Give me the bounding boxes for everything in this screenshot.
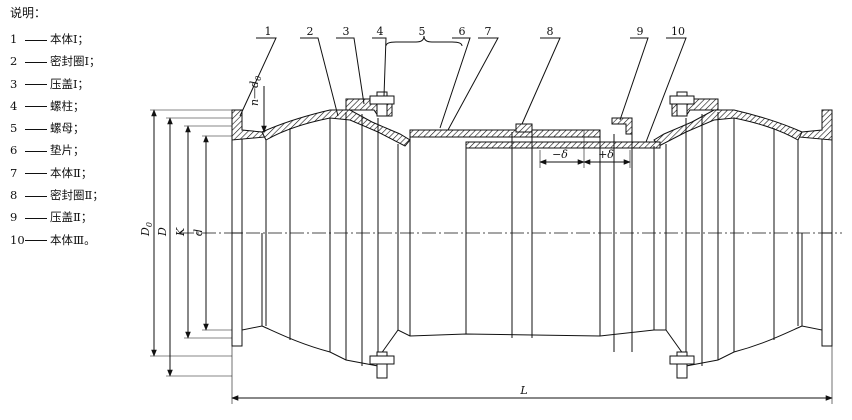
legend-item: 2 密封圈Ⅰ； <box>10 50 150 72</box>
legend-dash <box>25 61 47 63</box>
nut-top-left <box>369 95 395 105</box>
legend-item-text: 本体Ⅲ。 <box>50 232 96 247</box>
legend-item-number: 5 <box>10 121 18 136</box>
label-d: d <box>192 229 205 236</box>
label-minus-delta: −δ <box>552 148 568 161</box>
callout-2: 2 <box>307 25 314 38</box>
label-plus-delta: +δ <box>598 148 614 161</box>
legend-title: 说明： <box>10 6 47 20</box>
legend-item-text: 螺母； <box>50 121 85 136</box>
brace-4-6 <box>385 35 463 47</box>
legend-dash <box>25 240 47 242</box>
legend-item-text: 压盖Ⅱ； <box>50 210 93 225</box>
legend-item: 6 垫片； <box>10 139 150 161</box>
callout-4: 4 <box>377 25 384 38</box>
legend-item: 10 本体Ⅲ。 <box>10 229 150 251</box>
legend-item-text: 螺柱； <box>50 98 85 113</box>
legend-item-text: 密封圈Ⅰ； <box>50 54 101 69</box>
legend-item-number: 2 <box>10 54 18 69</box>
legend-item-text: 密封圈Ⅱ； <box>50 188 104 203</box>
leader-8 <box>521 37 561 125</box>
callout-8: 8 <box>547 25 554 38</box>
legend: 说明： 1 本体Ⅰ； 2 密封圈Ⅰ； 3 压盖Ⅰ； 4 螺柱； 5 螺母； 6 垫片； 7 本… <box>10 4 150 251</box>
leader-3 <box>336 37 365 105</box>
legend-item-number: 8 <box>10 188 18 203</box>
seal-ring-2 <box>515 123 533 133</box>
callout-3: 3 <box>343 25 350 38</box>
legend-item-number: 3 <box>10 76 18 91</box>
middle-body-wall <box>409 129 601 138</box>
callout-5: 5 <box>419 25 426 38</box>
left-flange-section <box>231 109 266 141</box>
legend-item-number: 9 <box>10 210 18 225</box>
legend-dash <box>25 150 47 152</box>
legend-item: 3 压盖Ⅰ； <box>10 73 150 95</box>
nut-top-right <box>669 95 695 105</box>
legend-item: 9 压盖Ⅱ； <box>10 206 150 228</box>
callout-9: 9 <box>637 25 644 38</box>
label-D: D <box>156 227 169 237</box>
legend-item-number: 6 <box>10 143 18 158</box>
label-D0: D0 <box>139 222 154 237</box>
legend-dash <box>25 217 47 219</box>
legend-item-text: 本体Ⅱ； <box>50 165 93 180</box>
legend-item: 4 螺柱； <box>10 95 150 117</box>
legend-item: 5 螺母； <box>10 117 150 139</box>
leader-7 <box>447 37 499 131</box>
leader-2 <box>300 37 339 117</box>
callout-6: 6 <box>459 25 466 38</box>
leader-1 <box>239 37 277 117</box>
legend-dash <box>25 128 47 130</box>
right-flange-section <box>798 109 833 141</box>
inner-pipe-wall <box>465 141 661 149</box>
nut-bottom-left <box>369 355 395 365</box>
legend-dash <box>25 106 47 108</box>
legend-item: 8 密封圈Ⅱ； <box>10 184 150 206</box>
legend-dash <box>25 173 47 175</box>
callout-10: 10 <box>671 25 685 38</box>
left-body-wall <box>261 109 411 147</box>
stud-bottom-left <box>376 351 388 379</box>
legend-dash <box>25 39 47 41</box>
callout-7: 7 <box>485 25 492 38</box>
leader-6 <box>439 37 471 129</box>
gland-2 <box>611 117 633 135</box>
leader-10 <box>645 37 687 143</box>
legend-item-number: 4 <box>10 98 18 113</box>
legend-item: 1 本体Ⅰ； <box>10 28 150 50</box>
legend-item-text: 垫片； <box>50 143 85 158</box>
bottom-profile <box>231 233 833 367</box>
label-n-d0: n—d0 <box>248 76 263 106</box>
legend-dash <box>25 195 47 197</box>
legend-item-number: 1 <box>10 32 18 46</box>
label-K: K <box>174 227 187 237</box>
stud-bottom-right <box>676 351 688 379</box>
legend-item-number: 10 <box>10 232 25 247</box>
legend-item-text: 本体Ⅰ； <box>50 32 90 46</box>
legend-item: 7 本体Ⅱ； <box>10 162 150 184</box>
legend-dash <box>25 84 47 86</box>
leader-9 <box>619 37 649 121</box>
legend-item-text: 压盖Ⅰ； <box>50 76 90 91</box>
label-L: L <box>519 384 527 397</box>
nut-bottom-right <box>669 355 695 365</box>
leader-4 <box>372 37 387 97</box>
callout-1: 1 <box>265 25 272 38</box>
legend-item-number: 7 <box>10 165 18 180</box>
